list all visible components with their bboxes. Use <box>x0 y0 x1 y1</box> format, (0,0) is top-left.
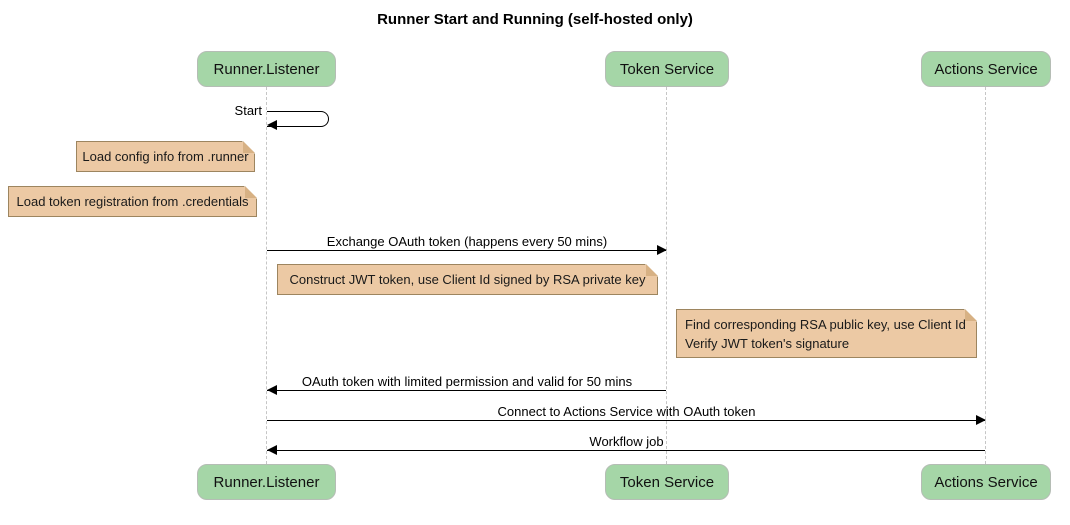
note-load-token-registration: Load token registration from .credential… <box>8 186 257 217</box>
lifeline-runner-listener <box>266 87 267 464</box>
note-construct-jwt: Construct JWT token, use Client Id signe… <box>277 264 658 295</box>
message-line <box>267 450 985 451</box>
message-label-oauth-token: OAuth token with limited permission and … <box>301 374 633 389</box>
participant-token-service-bottom: Token Service <box>605 464 729 500</box>
participant-label: Actions Service <box>934 473 1038 491</box>
note-text-line1: Find corresponding RSA public key, use C… <box>685 317 966 332</box>
message-line <box>267 420 985 421</box>
participant-runner-listener-bottom: Runner.Listener <box>197 464 336 500</box>
note-load-config: Load config info from .runner <box>76 141 255 172</box>
diagram-title: Runner Start and Running (self-hosted on… <box>377 11 693 28</box>
message-label-start: Start <box>234 103 262 118</box>
arrowhead-right-icon <box>657 245 667 255</box>
participant-actions-service-bottom: Actions Service <box>921 464 1051 500</box>
participant-label: Actions Service <box>934 60 1038 78</box>
participant-actions-service-top: Actions Service <box>921 51 1051 87</box>
note-text-line2: Verify JWT token's signature <box>685 336 850 351</box>
arrowhead-right-icon <box>976 415 986 425</box>
participant-label: Token Service <box>619 60 715 78</box>
participant-runner-listener-top: Runner.Listener <box>197 51 336 87</box>
arrowhead-left-icon <box>267 120 277 130</box>
message-label-workflow-job: Workflow job <box>589 434 664 449</box>
message-label-exchange-oauth: Exchange OAuth token (happens every 50 m… <box>326 234 608 249</box>
message-line <box>267 250 666 251</box>
arrowhead-left-icon <box>267 445 277 455</box>
self-message-loop <box>267 111 329 127</box>
note-text: Construct JWT token, use Client Id signe… <box>289 272 646 287</box>
message-line <box>267 390 666 391</box>
participant-label: Token Service <box>619 473 715 491</box>
note-text: Load config info from .runner <box>82 149 249 164</box>
participant-token-service-top: Token Service <box>605 51 729 87</box>
note-verify-jwt: Find corresponding RSA public key, use C… <box>676 309 977 358</box>
note-text: Load token registration from .credential… <box>16 194 249 209</box>
lifeline-actions-service <box>985 87 986 464</box>
lifeline-token-service <box>666 87 667 464</box>
message-label-connect-actions: Connect to Actions Service with OAuth to… <box>497 404 756 419</box>
participant-label: Runner.Listener <box>213 473 320 491</box>
participant-label: Runner.Listener <box>213 60 320 78</box>
arrowhead-left-icon <box>267 385 277 395</box>
